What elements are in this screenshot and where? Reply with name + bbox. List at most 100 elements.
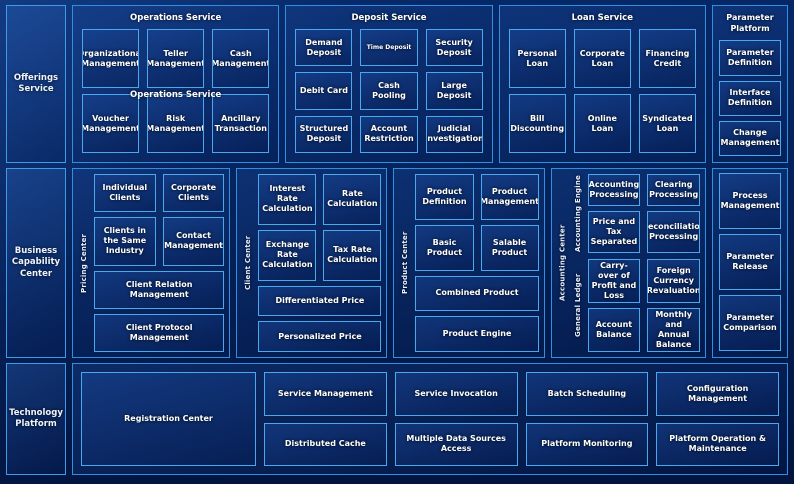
cell-personalized-price[interactable]: Personalized Price <box>258 321 382 352</box>
panel-pricing-center[interactable]: Pricing Center Individual Clients Corpor… <box>72 168 231 358</box>
group-loan-service[interactable]: Loan Service Personal Loan Corporate Loa… <box>498 5 706 163</box>
subblock-accounting-engine-label: Accounting Engine <box>573 175 582 252</box>
cell-individual-clients[interactable]: Individual Clients <box>94 174 156 213</box>
group-deposit-service-title: Deposit Service <box>351 13 427 23</box>
group-operations-service[interactable]: Operations Service Operations Service Or… <box>72 5 280 163</box>
rail-offerings-service[interactable]: Offerings Service <box>6 5 66 163</box>
cell-cash-pooling[interactable]: Cash Pooling <box>360 72 418 110</box>
cell-judicial-investigation[interactable]: Judicial Investigation <box>425 115 483 153</box>
group-loan-service-title: Loan Service <box>571 13 633 23</box>
cell-clients-in-the-same-industry[interactable]: Clients in the Same Industry <box>94 217 156 266</box>
cell-distributed-cache[interactable]: Distributed Cache <box>264 422 387 466</box>
cell-online-loan[interactable]: Online Loan <box>573 94 631 153</box>
panel-pricing-center-label: Pricing Center <box>80 233 88 293</box>
rail-business-capability-center[interactable]: Business Capability Center <box>6 168 66 358</box>
cell-client-protocol-management[interactable]: Client Protocol Management <box>94 313 225 352</box>
rail-business-capability-center-label: Business Capability Center <box>11 245 61 279</box>
cell-account-restriction[interactable]: Account Restriction <box>360 115 418 153</box>
cell-combined-product[interactable]: Combined Product <box>415 275 539 312</box>
cell-debit-card[interactable]: Debit Card <box>295 72 353 110</box>
cell-large-deposit[interactable]: Large Deposit <box>425 72 483 110</box>
cell-accounting-processing[interactable]: Accounting Processing <box>587 174 641 206</box>
loan-service-cells: Personal Loan Corporate Loan Financing C… <box>500 29 705 162</box>
cell-price-and-tax-separated[interactable]: Price and Tax Separated <box>587 211 641 253</box>
cell-foreign-currency-revaluation[interactable]: Foreign Currency Revaluation <box>647 259 701 303</box>
deposit-service-cells: Demand Deposit Time Deposit Security Dep… <box>286 29 491 162</box>
group-deposit-service[interactable]: Deposit Service Demand Deposit Time Depo… <box>285 5 493 163</box>
cell-exchange-rate-calculation[interactable]: Exchange Rate Calculation <box>258 229 317 281</box>
panel-accounting-center[interactable]: Accounting Center Accounting Engine Acco… <box>550 168 707 358</box>
cell-service-management[interactable]: Service Management <box>264 372 387 416</box>
cell-platform-monitoring[interactable]: Platform Monitoring <box>525 422 649 466</box>
cell-service-invocation[interactable]: Service Invocation <box>394 372 518 416</box>
cell-cash-management[interactable]: Cash Management <box>212 29 270 88</box>
cell-multiple-data-sources-access[interactable]: Multiple Data Sources Access <box>394 422 518 466</box>
cell-basic-product[interactable]: Basic Product <box>415 224 474 271</box>
cell-security-deposit[interactable]: Security Deposit <box>425 29 483 67</box>
cell-interest-rate-calculation[interactable]: Interest Rate Calculation <box>258 174 317 225</box>
cell-tax-rate-calculation[interactable]: Tax Rate Calculation <box>323 229 382 281</box>
cell-rate-calculation[interactable]: Rate Calculation <box>323 174 382 225</box>
panel-product-center-label: Product Center <box>401 231 410 295</box>
cell-salable-product[interactable]: Salable Product <box>480 224 539 271</box>
cell-platform-operation-maintenance[interactable]: Platform Operation & Maintenance <box>656 422 779 466</box>
cell-organizational-management[interactable]: Organizational Management <box>82 29 140 88</box>
cell-configuration-management[interactable]: Configuration Management <box>656 372 779 416</box>
cell-parameter-definition[interactable]: Parameter Definition <box>718 40 781 76</box>
cell-time-deposit[interactable]: Time Deposit <box>360 29 418 67</box>
cell-personal-loan[interactable]: Personal Loan <box>508 29 566 88</box>
cell-demand-deposit[interactable]: Demand Deposit <box>295 29 353 67</box>
subblock-general-ledger[interactable]: General Ledger Carry-over of Profit and … <box>572 259 701 352</box>
panel-client-center-label: Client Center <box>244 235 253 291</box>
cell-ancillary-transaction[interactable]: Ancillary Transaction <box>212 94 270 153</box>
cell-parameter-release[interactable]: Parameter Release <box>719 234 782 290</box>
subblock-general-ledger-label: General Ledger <box>573 273 582 338</box>
cell-change-management[interactable]: Change Management <box>718 120 781 156</box>
cell-risk-management[interactable]: Risk Management <box>147 94 205 153</box>
cell-monthly-and-annual-balance[interactable]: Monthly and Annual Balance <box>647 308 701 352</box>
subblock-accounting-engine[interactable]: Accounting Engine Accounting Processing … <box>572 174 701 253</box>
offerings-service-band: Offerings Service Operations Service Ope… <box>6 5 788 163</box>
cell-interface-definition[interactable]: Interface Definition <box>718 80 781 116</box>
cell-clearing-processing[interactable]: Clearing Processing <box>647 174 701 206</box>
panel-accounting-center-label: Accounting Center <box>558 224 567 302</box>
product-center-cells: Product Definition Product Management Ba… <box>415 174 539 352</box>
accounting-engine-cells: Accounting Processing Clearing Processin… <box>587 174 701 253</box>
technology-platform-band: Technology Platform Registration Center … <box>6 363 788 475</box>
cell-account-balance[interactable]: Account Balance <box>587 308 641 352</box>
parameter-platform-rail-bottom[interactable]: Process Management Parameter Release Par… <box>712 168 789 358</box>
parameter-platform-rail-top[interactable]: Parameter Platform Parameter Definition … <box>711 5 788 163</box>
parameter-platform-title: Parameter Platform <box>726 13 774 34</box>
cell-structured-deposit[interactable]: Structured Deposit <box>295 115 353 153</box>
pricing-center-cells: Individual Clients Corporate Clients Cli… <box>94 174 225 352</box>
cell-bill-discounting[interactable]: Bill Discounting <box>508 94 566 153</box>
cell-teller-management[interactable]: Teller Management <box>147 29 205 88</box>
cell-corporate-loan[interactable]: Corporate Loan <box>573 29 631 88</box>
rail-technology-platform[interactable]: Technology Platform <box>6 363 66 475</box>
cell-product-engine[interactable]: Product Engine <box>415 316 539 352</box>
group-operations-service-title: Operations Service <box>130 13 222 23</box>
cell-financing-credit[interactable]: Financing Credit <box>638 29 696 88</box>
cell-reconciliation-processing[interactable]: Reconciliation Processing <box>647 211 701 253</box>
operations-service-cells: Organizational Management Teller Managem… <box>73 29 278 162</box>
cell-voucher-management[interactable]: Voucher Management <box>82 94 140 153</box>
cell-product-management[interactable]: Product Management <box>480 174 539 220</box>
group-technology-platform[interactable]: Registration Center Service Management S… <box>72 363 788 475</box>
panel-product-center[interactable]: Product Center Product Definition Produc… <box>393 168 545 358</box>
technology-platform-content: Registration Center Service Management S… <box>73 364 787 474</box>
cell-product-definition[interactable]: Product Definition <box>415 174 474 220</box>
cell-contact-management[interactable]: Contact Management <box>162 217 225 266</box>
cell-registration-center[interactable]: Registration Center <box>81 372 256 466</box>
panel-client-center[interactable]: Client Center Interest Rate Calculation … <box>236 168 388 358</box>
cell-batch-scheduling[interactable]: Batch Scheduling <box>525 372 649 416</box>
rail-technology-platform-label: Technology Platform <box>9 407 63 429</box>
cell-corporate-clients[interactable]: Corporate Clients <box>162 174 225 213</box>
cell-process-management[interactable]: Process Management <box>719 173 782 229</box>
cell-parameter-comparison[interactable]: Parameter Comparison <box>719 295 782 351</box>
business-capability-band: Business Capability Center Pricing Cente… <box>6 168 789 358</box>
cell-client-relation-management[interactable]: Client Relation Management <box>94 270 225 309</box>
cell-differentiated-price[interactable]: Differentiated Price <box>258 285 382 317</box>
cell-syndicated-loan[interactable]: Syndicated Loan <box>638 94 696 153</box>
cell-carry-over-of-profit-and-loss[interactable]: Carry-over of Profit and Loss <box>587 259 641 303</box>
